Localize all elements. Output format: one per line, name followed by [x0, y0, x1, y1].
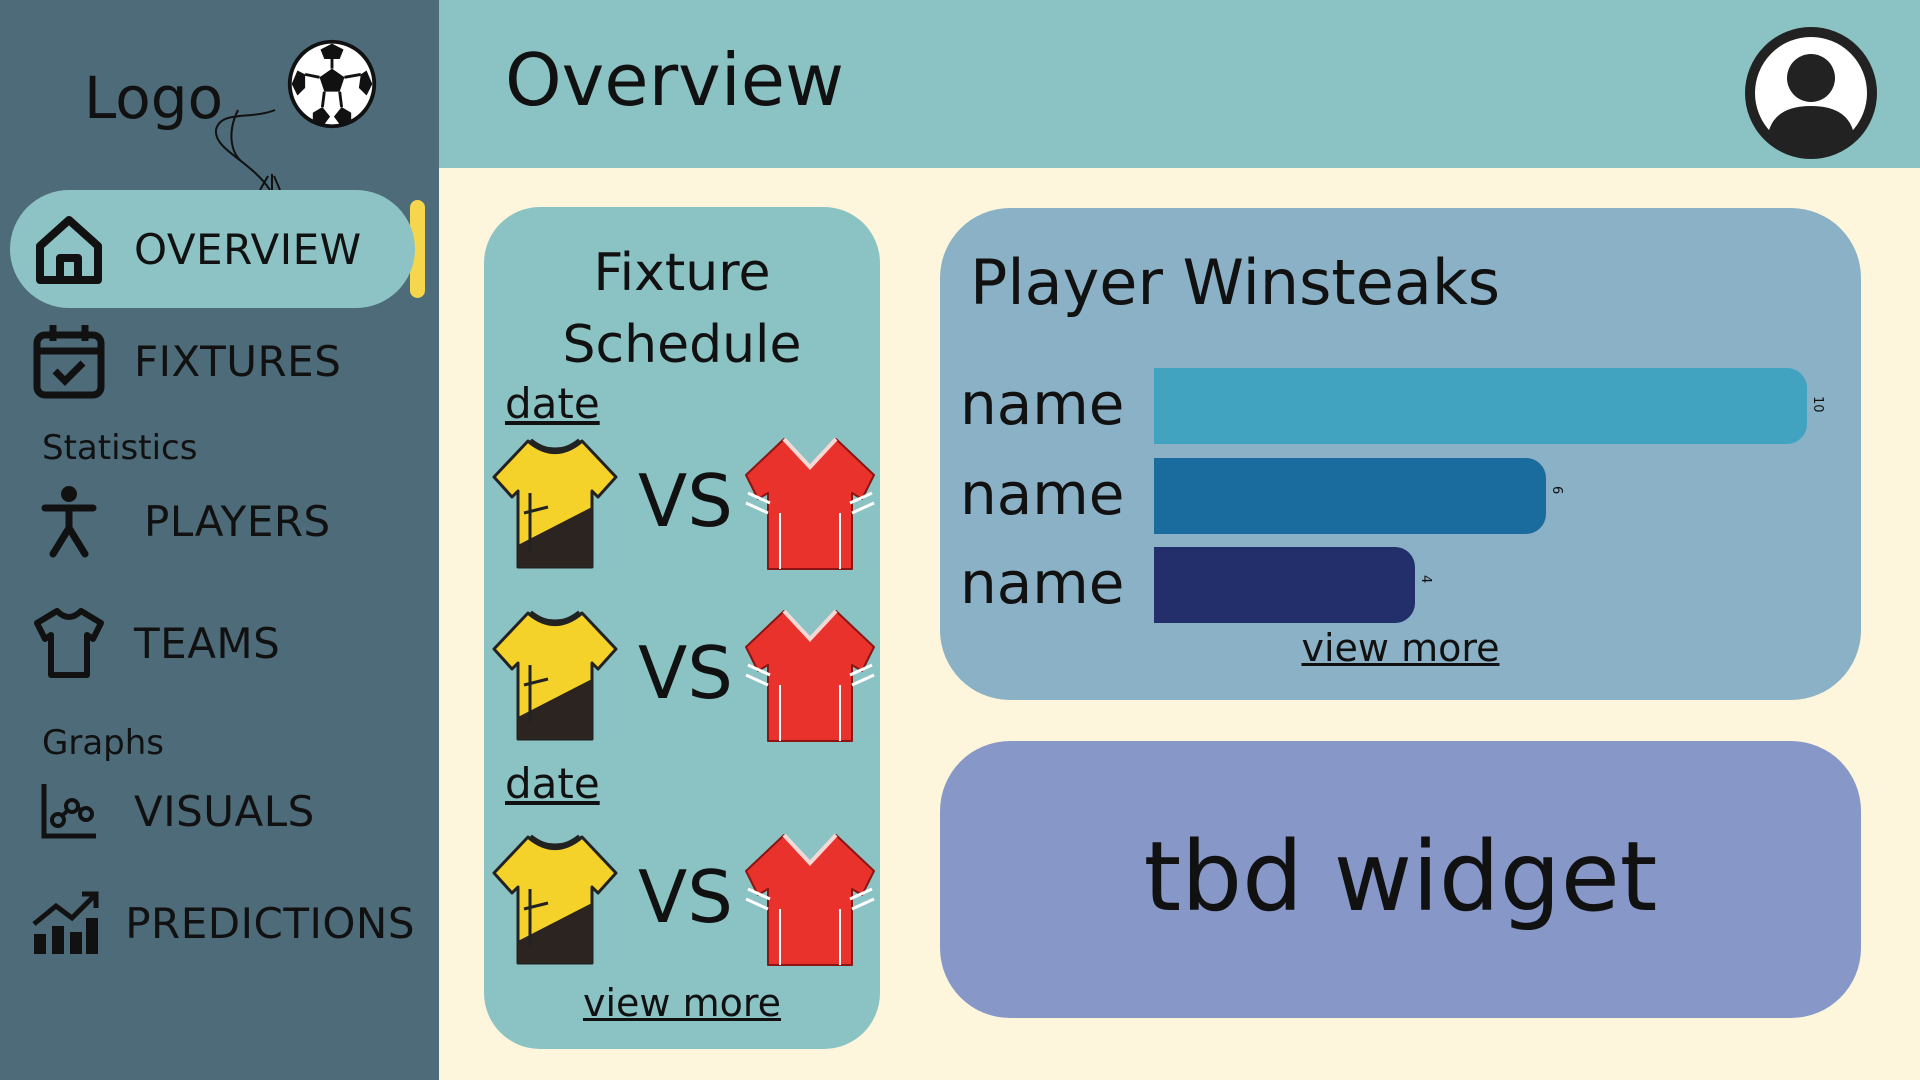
- sidebar-item-label: PREDICTIONS: [125, 898, 415, 948]
- sidebar-item-label: PLAYERS: [144, 496, 331, 546]
- winstreak-row[interactable]: name 10: [960, 368, 1840, 444]
- winstreak-row[interactable]: name 6: [960, 458, 1840, 534]
- logo-text: Logo: [84, 64, 224, 132]
- soccer-ball-icon: [287, 39, 377, 129]
- fixture-title-line2: Schedule: [562, 315, 802, 375]
- winstreak-bar: [1154, 547, 1415, 623]
- player-name: name: [960, 370, 1125, 438]
- sidebar-item-overview[interactable]: OVERVIEW: [10, 190, 415, 308]
- sidebar-item-teams[interactable]: TEAMS: [10, 584, 415, 702]
- fixture-schedule-card: Fixture Schedule date VS VS: [484, 207, 880, 1049]
- trend-chart-icon: [24, 878, 105, 968]
- player-winstreaks-card: Player Winsteaks name 10 name 6 name 4 view m…: [940, 208, 1861, 700]
- player-name: name: [960, 460, 1125, 528]
- winstreaks-title: Player Winsteaks: [970, 246, 1501, 319]
- fixture-title: Fixture Schedule: [484, 237, 880, 381]
- logo[interactable]: Logo: [60, 30, 400, 191]
- fixtures-view-more-link[interactable]: view more: [582, 981, 781, 1025]
- winstreaks-view-more-link[interactable]: view more: [1301, 626, 1500, 670]
- active-indicator: [410, 200, 425, 298]
- red-jersey-icon: [745, 833, 875, 966]
- vs-label: VS: [638, 459, 733, 543]
- sidebar-item-label: VISUALS: [134, 786, 315, 836]
- page-title: Overview: [505, 38, 844, 122]
- section-label-statistics: Statistics: [42, 428, 198, 468]
- sidebar-item-label: FIXTURES: [134, 336, 342, 386]
- red-jersey-icon: [745, 437, 875, 570]
- yellow-jersey-icon: [492, 610, 618, 741]
- sidebar-item-visuals[interactable]: VISUALS: [10, 752, 415, 870]
- winstreak-value-label: 6: [1549, 486, 1564, 495]
- shirt-icon: [24, 598, 114, 688]
- fixture-date[interactable]: date: [505, 379, 600, 428]
- graph-icon: [24, 766, 114, 856]
- vs-label: VS: [638, 631, 733, 715]
- sidebar-item-fixtures[interactable]: FIXTURES: [10, 302, 415, 420]
- section-label-graphs: Graphs: [42, 723, 165, 763]
- fixture-match[interactable]: VS: [490, 433, 880, 573]
- winstreak-bar: [1154, 368, 1807, 444]
- sidebar: Logo OVERVIEW: [0, 0, 439, 1080]
- tbd-widget-card: tbd widget: [940, 741, 1861, 1018]
- home-icon: [24, 204, 114, 294]
- sidebar-item-players[interactable]: PLAYERS: [10, 462, 415, 580]
- header: Overview: [439, 0, 1920, 168]
- fixture-match[interactable]: VS: [490, 605, 880, 745]
- tbd-widget-text: tbd widget: [1143, 821, 1658, 933]
- fixture-title-line1: Fixture: [593, 243, 771, 303]
- sidebar-item-predictions[interactable]: PREDICTIONS: [10, 864, 415, 982]
- winstreak-value-label: 4: [1418, 575, 1433, 584]
- sidebar-item-label: OVERVIEW: [134, 224, 362, 274]
- person-icon: [24, 476, 114, 566]
- ball-trail-icon: [214, 109, 281, 191]
- fixture-match[interactable]: VS: [490, 829, 880, 969]
- vs-label: VS: [638, 855, 733, 939]
- fixture-date[interactable]: date: [505, 759, 600, 808]
- user-avatar-icon[interactable]: [1744, 26, 1878, 160]
- winstreak-row[interactable]: name 4: [960, 547, 1840, 623]
- red-jersey-icon: [745, 609, 875, 742]
- player-name: name: [960, 549, 1125, 617]
- winstreak-value-label: 10: [1810, 396, 1825, 413]
- winstreak-bar: [1154, 458, 1546, 534]
- sidebar-item-label: TEAMS: [134, 618, 281, 668]
- yellow-jersey-icon: [492, 834, 618, 965]
- yellow-jersey-icon: [492, 438, 618, 569]
- calendar-check-icon: [24, 316, 114, 406]
